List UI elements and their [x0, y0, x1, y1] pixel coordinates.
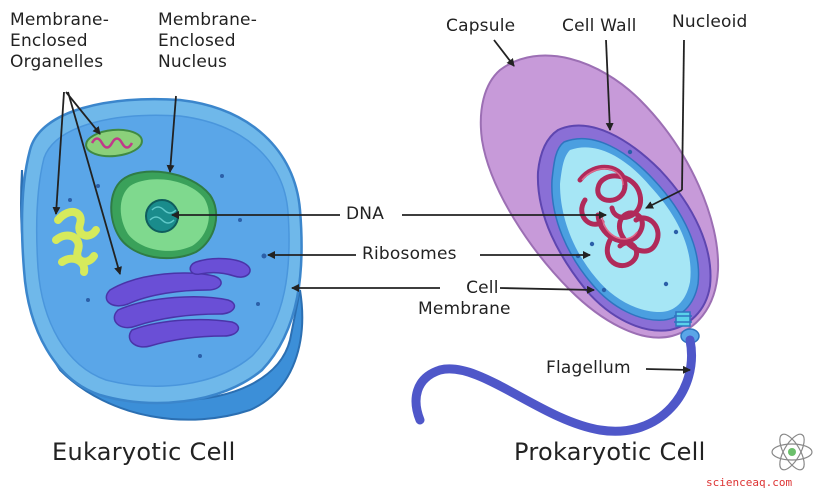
organelles-label-line2: Enclosed	[10, 31, 109, 52]
nucleus-label-line3: Nucleus	[158, 52, 257, 73]
flagellum-label: Flagellum	[546, 358, 631, 379]
ribosomes-label: Ribosomes	[362, 244, 457, 265]
nucleus-label: Membrane- Enclosed Nucleus	[158, 10, 257, 73]
organelles-label-line1: Membrane-	[10, 10, 109, 31]
capsule-label: Capsule	[446, 16, 515, 37]
nucleus-label-line2: Enclosed	[158, 31, 257, 52]
eukaryotic-caption: Eukaryotic Cell	[52, 438, 236, 466]
nucleolus	[146, 200, 178, 232]
dna-label: DNA	[346, 204, 384, 225]
nucleoid-label: Nucleoid	[672, 12, 748, 33]
eukaryotic-cell	[21, 99, 302, 420]
watermark-atom-icon	[772, 431, 812, 474]
organelles-label: Membrane- Enclosed Organelles	[10, 10, 109, 73]
cell-membrane-label-line1: Cell	[418, 278, 511, 299]
prokaryotic-caption: Prokaryotic Cell	[514, 438, 706, 466]
organelles-label-line3: Organelles	[10, 52, 109, 73]
nucleus-label-line1: Membrane-	[158, 10, 257, 31]
watermark-text: scienceaq.com	[706, 476, 792, 489]
cell-membrane-label-line2: Membrane	[418, 299, 511, 320]
cell-wall-label: Cell Wall	[562, 16, 637, 37]
cell-membrane-label: Cell Membrane	[418, 278, 511, 320]
flagellum	[416, 340, 691, 431]
